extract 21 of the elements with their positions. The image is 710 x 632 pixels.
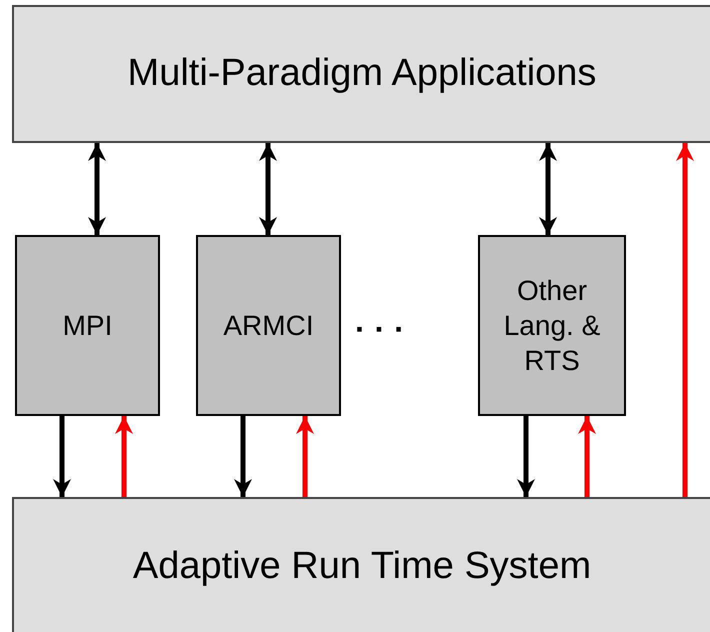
arrow xyxy=(676,143,694,497)
component-box xyxy=(15,235,160,416)
arrow xyxy=(234,416,252,497)
arrow xyxy=(259,143,277,235)
arrow xyxy=(88,143,106,235)
component-box xyxy=(196,235,341,416)
arrow xyxy=(539,143,557,235)
box-label: ARMCI xyxy=(222,309,315,343)
box-label: MPI xyxy=(62,309,114,343)
box-label: Multi-Paradigm Applications xyxy=(126,51,598,96)
arrow xyxy=(53,416,71,497)
arrow xyxy=(296,416,314,497)
component-box xyxy=(478,235,626,416)
arrow xyxy=(115,416,133,497)
ellipsis-dots: · · · xyxy=(355,310,405,349)
box-label: Adaptive Run Time System xyxy=(132,544,592,590)
arrow xyxy=(578,416,596,497)
layer-box xyxy=(12,497,710,632)
layer-box xyxy=(12,5,710,143)
box-label: Other Lang. & RTS xyxy=(502,274,602,378)
arrow xyxy=(517,416,535,497)
